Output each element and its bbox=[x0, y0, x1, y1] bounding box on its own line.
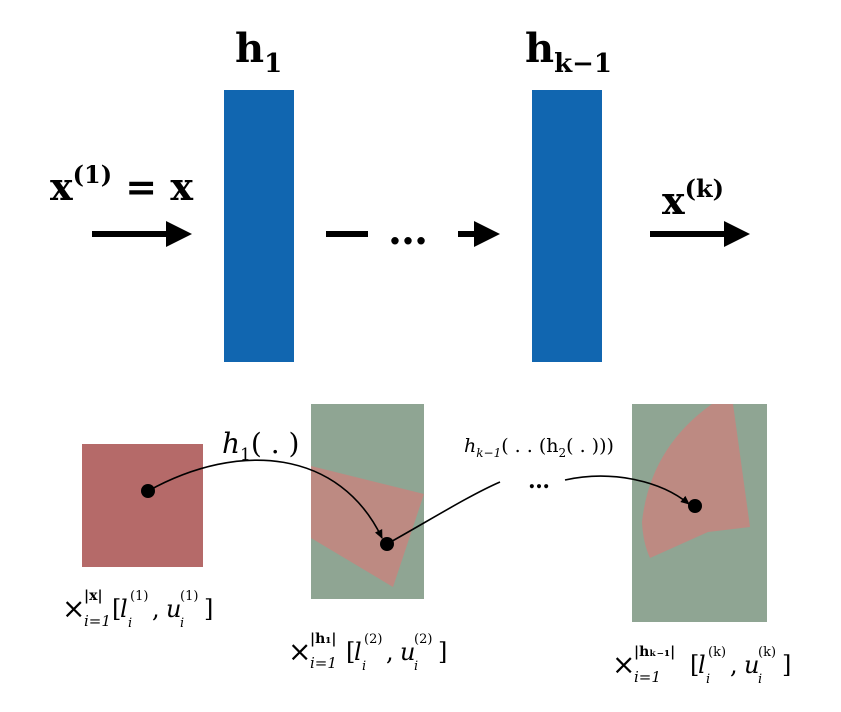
map-label-h1: h1( . ) bbox=[222, 427, 299, 465]
svg-text:[: [ bbox=[690, 651, 699, 679]
svg-text:,: , bbox=[730, 651, 738, 679]
svg-text:[: [ bbox=[346, 638, 355, 666]
map-chain-dots: … bbox=[528, 468, 550, 494]
svg-text:u: u bbox=[400, 638, 415, 666]
output-arrow bbox=[650, 221, 750, 247]
svg-text:i: i bbox=[128, 616, 132, 631]
layer-label-h1: h1 bbox=[235, 25, 282, 79]
input-box-region bbox=[82, 444, 203, 567]
svg-text:l: l bbox=[698, 651, 706, 679]
svg-text:×: × bbox=[288, 635, 311, 668]
svg-text:i=1: i=1 bbox=[310, 654, 337, 672]
svg-text:i: i bbox=[362, 659, 366, 674]
svg-text:,: , bbox=[386, 638, 394, 666]
svg-text:]: ] bbox=[438, 638, 447, 666]
svg-text:(2): (2) bbox=[414, 632, 432, 647]
svg-text:(k): (k) bbox=[758, 645, 776, 660]
box-label-3: × |hₖ₋₁| i=1 [ l (k) i , u (k) i ] bbox=[612, 644, 791, 687]
svg-text:i: i bbox=[706, 672, 710, 687]
layerk-point bbox=[688, 499, 702, 513]
layer-label-hk-1: hk−1 bbox=[525, 25, 612, 79]
svg-text:u: u bbox=[166, 595, 181, 623]
svg-text:(1): (1) bbox=[130, 589, 148, 604]
svg-text:|x|: |x| bbox=[84, 588, 103, 604]
hidden-layers-ellipsis: … bbox=[388, 207, 428, 254]
map-arrow-2 bbox=[386, 481, 501, 545]
svg-text:[: [ bbox=[112, 595, 121, 623]
svg-text:]: ] bbox=[782, 651, 791, 679]
svg-text:i: i bbox=[414, 659, 418, 674]
layer1-image-region bbox=[311, 466, 424, 587]
input-label: x(1) = x bbox=[50, 160, 193, 209]
layer-block-hk-1 bbox=[532, 90, 602, 362]
svg-text:u: u bbox=[744, 651, 759, 679]
hidden-layers-connector bbox=[326, 221, 500, 247]
layerk-image-region bbox=[642, 404, 750, 558]
svg-text:|hₖ₋₁|: |hₖ₋₁| bbox=[634, 644, 675, 660]
map-arrow-1 bbox=[147, 459, 383, 539]
svg-text:|h₁|: |h₁| bbox=[310, 631, 337, 647]
svg-text:×: × bbox=[612, 648, 635, 681]
svg-text:(1): (1) bbox=[180, 589, 198, 604]
svg-text:×: × bbox=[62, 592, 85, 625]
svg-text:]: ] bbox=[204, 595, 213, 623]
map-label-chain: hk−1( . . (h2( . ))) bbox=[464, 435, 614, 460]
map-arrow-3 bbox=[564, 475, 690, 505]
svg-text:l: l bbox=[120, 595, 128, 623]
output-label: x(k) bbox=[662, 174, 724, 223]
box-label-2: × |h₁| i=1 [ l (2) i , u (2) i ] bbox=[288, 631, 447, 674]
svg-text:i=1: i=1 bbox=[84, 612, 111, 630]
svg-text:i: i bbox=[758, 672, 762, 687]
svg-text:(2): (2) bbox=[364, 632, 382, 647]
svg-text:l: l bbox=[354, 638, 362, 666]
layer-block-h1 bbox=[224, 90, 294, 362]
svg-text:(k): (k) bbox=[708, 645, 726, 660]
svg-text:i: i bbox=[180, 616, 184, 631]
svg-text:,: , bbox=[152, 595, 160, 623]
box-label-1: × |x| i=1 [ l (1) i , u (1) i ] bbox=[62, 588, 213, 631]
svg-text:i=1: i=1 bbox=[634, 668, 661, 686]
input-arrow bbox=[92, 221, 192, 247]
